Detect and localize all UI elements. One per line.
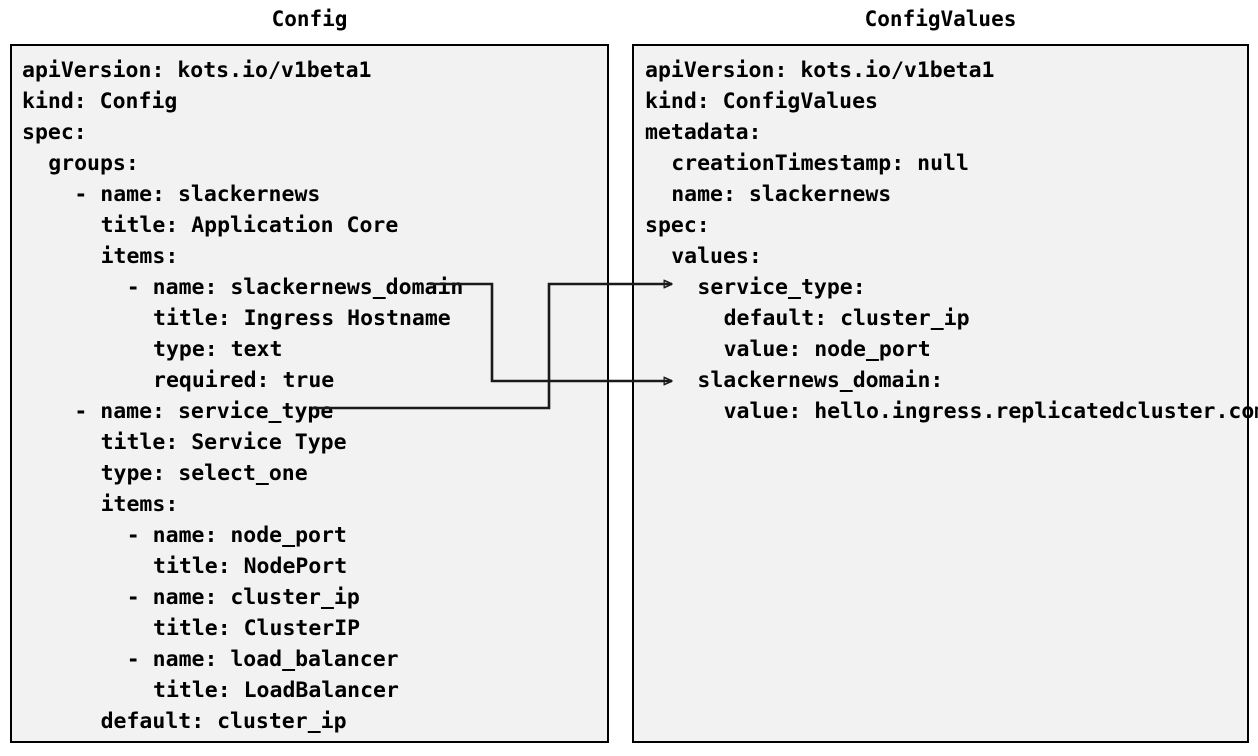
- config-yaml-line-6: title: Application Core: [100, 213, 399, 238]
- config-yaml-line-4: groups:: [48, 151, 139, 176]
- config-yaml-line-1: apiVersion: kots.io/v1beta1: [22, 58, 372, 83]
- configvalues-yaml-line-5: name: slackernews: [671, 182, 892, 207]
- config-yaml-line-15: items:: [100, 492, 179, 517]
- configvalues-yaml-panel: [632, 44, 1249, 743]
- configvalues-yaml-line-6: spec:: [645, 213, 710, 238]
- configvalues-yaml-line-11: slackernews_domain:: [697, 368, 944, 393]
- config-yaml-line-19: title: ClusterIP: [153, 616, 361, 641]
- config-yaml-line-20: - name: load_balancer: [126, 647, 399, 672]
- configvalues-yaml-line-3: metadata:: [645, 120, 762, 145]
- configvalues-yaml-line-10: value: node_port: [723, 337, 931, 362]
- config-yaml-line-11: required: true: [153, 368, 335, 393]
- configvalues-yaml-line-12: value: hello.ingress.replicatedcluster.c…: [723, 399, 1258, 424]
- configvalues-yaml-line-9: default: cluster_ip: [723, 306, 970, 331]
- config-yaml-line-18: - name: cluster_ip: [126, 585, 360, 610]
- config-yaml-line-14: type: select_one: [100, 461, 308, 486]
- config-yaml-line-10: type: text: [153, 337, 283, 362]
- config-panel-title: Config: [271, 7, 348, 31]
- configvalues-panel-title: ConfigValues: [864, 7, 1017, 31]
- config-yaml-line-2: kind: Config: [22, 89, 178, 114]
- configvalues-yaml-line-2: kind: ConfigValues: [645, 89, 878, 114]
- configvalues-yaml-line-1: apiVersion: kots.io/v1beta1: [645, 58, 995, 83]
- config-yaml-line-16: - name: node_port: [126, 523, 347, 548]
- config-yaml-line-22: default: cluster_ip: [100, 709, 347, 734]
- config-yaml-line-8: - name: slackernews_domain: [126, 275, 464, 300]
- configvalues-yaml-line-8: service_type:: [697, 275, 866, 300]
- configvalues-yaml-line-4: creationTimestamp: null: [671, 151, 969, 176]
- config-yaml-line-3: spec:: [22, 120, 87, 145]
- configvalues-yaml-line-7: values:: [671, 244, 762, 269]
- config-yaml-line-5: - name: slackernews: [74, 182, 321, 207]
- config-yaml-line-9: title: Ingress Hostname: [153, 306, 451, 331]
- config-yaml-line-13: title: Service Type: [100, 430, 347, 455]
- config-yaml-line-12: - name: service_type: [74, 399, 334, 424]
- config-yaml-line-17: title: NodePort: [153, 554, 348, 579]
- config-yaml-line-7: items:: [100, 244, 179, 269]
- config-yaml-line-21: title: LoadBalancer: [153, 678, 399, 703]
